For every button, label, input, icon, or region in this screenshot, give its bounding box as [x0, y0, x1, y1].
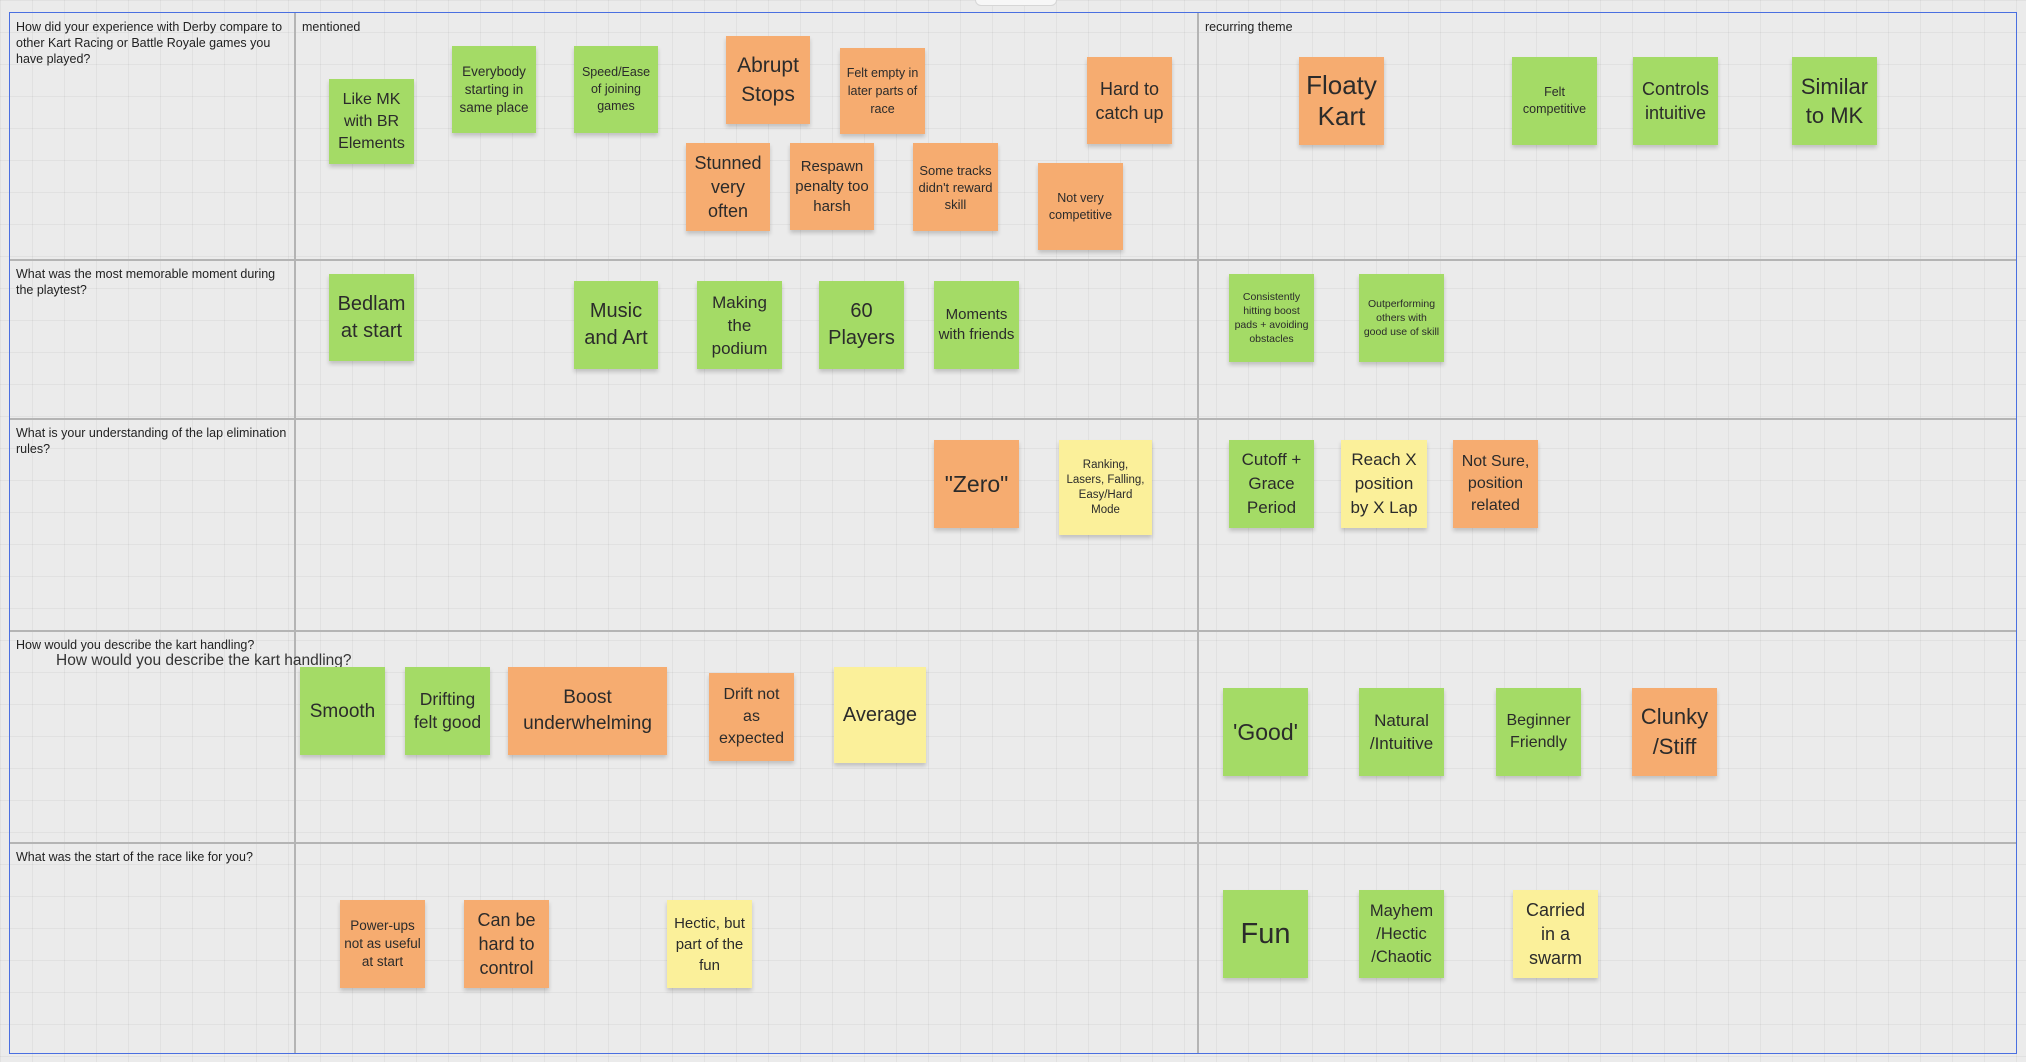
sticky-note[interactable]: Clunky /Stiff [1632, 688, 1717, 776]
column-divider [1197, 13, 1199, 1053]
sticky-note[interactable]: Stunned very often [686, 143, 770, 231]
sticky-note[interactable]: Speed/Ease of joining games [574, 46, 658, 133]
sticky-note[interactable]: "Zero" [934, 440, 1019, 528]
sticky-note[interactable]: Drifting felt good [405, 667, 490, 755]
sticky-note[interactable]: Mayhem /Hectic /Chaotic [1359, 890, 1444, 978]
sticky-note[interactable]: Abrupt Stops [726, 36, 810, 124]
sticky-note[interactable]: Reach X position by X Lap [1341, 440, 1427, 528]
sticky-note[interactable]: Can be hard to control [464, 900, 549, 988]
row-question-race-start: What was the start of the race like for … [16, 850, 253, 864]
board-frame [9, 12, 2017, 1054]
sticky-note[interactable]: Fun [1223, 890, 1308, 978]
sticky-note[interactable]: Moments with friends [934, 281, 1019, 369]
sticky-note[interactable]: Not very competitive [1038, 163, 1123, 250]
sticky-note[interactable]: Felt competitive [1512, 57, 1597, 145]
row-divider [10, 842, 2016, 844]
sticky-note[interactable]: Like MK with BR Elements [329, 79, 414, 164]
sticky-note[interactable]: Felt empty in later parts of race [840, 48, 925, 134]
sticky-note[interactable]: 60 Players [819, 281, 904, 369]
sticky-note[interactable]: Floaty Kart [1299, 57, 1384, 145]
sticky-note[interactable]: Outperforming others with good use of sk… [1359, 274, 1444, 362]
column-header-mentioned: mentioned [302, 20, 361, 34]
sticky-note[interactable]: Boost underwhelming [508, 667, 667, 755]
sticky-note[interactable]: Power-ups not as useful at start [340, 900, 425, 988]
sticky-note[interactable]: Cutoff + Grace Period [1229, 440, 1314, 528]
sticky-note[interactable]: Ranking, Lasers, Falling, Easy/Hard Mode [1059, 440, 1152, 535]
row-divider [10, 418, 2016, 420]
row-question-memorable-moment: What was the most memorable moment durin… [16, 267, 276, 297]
sticky-note[interactable]: Some tracks didn't reward skill [913, 143, 998, 231]
row-question-lap-elimination: What is your understanding of the lap el… [16, 426, 287, 456]
sticky-note[interactable]: Everybody starting in same place [452, 46, 536, 133]
row-question-kart-handling: How would you describe the kart handling… [16, 638, 255, 652]
floating-question-label[interactable]: How would you describe the kart handling… [56, 652, 352, 669]
sticky-note[interactable]: Carried in a swarm [1513, 890, 1598, 978]
sticky-note[interactable]: Controls intuitive [1633, 57, 1718, 145]
sticky-note[interactable]: Natural /Intuitive [1359, 688, 1444, 776]
sticky-note[interactable]: Average [834, 667, 926, 763]
sticky-note[interactable]: Not Sure, position related [1453, 440, 1538, 528]
sticky-note[interactable]: Drift not as expected [709, 673, 794, 761]
row-question-comparison: How did your experience with Derby compa… [16, 20, 283, 66]
sticky-note[interactable]: Similar to MK [1792, 57, 1877, 145]
sticky-note[interactable]: Beginner Friendly [1496, 688, 1581, 776]
column-header-recurring: recurring theme [1205, 20, 1293, 34]
row-divider [10, 630, 2016, 632]
sticky-note[interactable]: Respawn penalty too harsh [790, 143, 874, 230]
sticky-note[interactable]: Hard to catch up [1087, 57, 1172, 144]
column-divider [294, 13, 296, 1053]
sticky-note[interactable]: Making the podium [697, 281, 782, 369]
sticky-note[interactable]: Smooth [300, 667, 385, 755]
sticky-note[interactable]: Music and Art [574, 281, 658, 369]
sticky-note[interactable]: Hectic, but part of the fun [667, 900, 752, 988]
sticky-note[interactable]: Bedlam at start [329, 274, 414, 361]
row-divider [10, 259, 2016, 261]
sticky-note[interactable]: Consistently hitting boost pads + avoidi… [1229, 274, 1314, 362]
board-top-handle[interactable] [975, 0, 1057, 6]
sticky-note[interactable]: 'Good' [1223, 688, 1308, 776]
